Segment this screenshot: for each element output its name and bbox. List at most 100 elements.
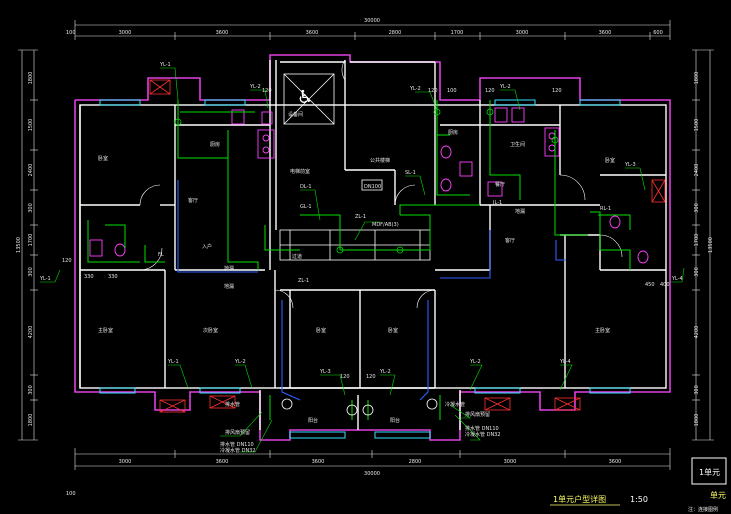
tag-yl3-c: YL-3: [319, 369, 331, 375]
num-120f: 120: [366, 374, 376, 380]
left-dim-2: 1500: [28, 119, 34, 132]
tag-yl2-c: YL-2: [499, 84, 511, 90]
room-entry-w: 入户: [202, 243, 212, 250]
note-cond-se: 冷凝水管 DN32: [465, 431, 501, 438]
tag-zl1b: ZL-1: [298, 278, 309, 284]
right-dim-6: 300: [694, 267, 700, 277]
bottom-dim-5: 3000: [504, 459, 517, 465]
note-mid-cond: 冷凝水管: [445, 401, 465, 408]
room-elevator: 设备间: [288, 111, 303, 118]
left-dim-1: 1800: [28, 72, 34, 85]
room-kitchen-w: 厨房: [210, 141, 220, 148]
room-bedroom-ne: 卧室: [605, 157, 615, 164]
num-120c: 120: [485, 88, 495, 94]
tag-yl1-w: YL-1: [39, 276, 51, 282]
building-outline: [74, 54, 671, 441]
water-supply-pipes: [87, 100, 631, 420]
left-dimension-chain: [18, 49, 38, 441]
tag-yl1-sw: YL-1: [167, 359, 179, 365]
unit-box-label: 1单元: [699, 467, 720, 477]
tag-yl2-ne: YL-2: [409, 86, 421, 92]
tag-pipe-label: MDF/AB(3): [372, 222, 399, 228]
top-offset-dim: 100: [66, 30, 76, 36]
tag-dl1: DL-1: [300, 184, 312, 190]
tag-yl1-nw: YL-1: [159, 62, 171, 68]
ac-units: [149, 79, 666, 413]
num-120e: 120: [340, 374, 350, 380]
top-dimension-chain: [74, 20, 671, 40]
tag-zl1: ZL-1: [355, 214, 366, 220]
room-balcony-r: 阳台: [390, 417, 400, 424]
door-swings: [139, 59, 623, 309]
note-fan-r: 排风扇预留: [465, 411, 490, 418]
bottom-dim-3: 3600: [312, 459, 325, 465]
note-mid-drain: 排水管: [225, 401, 240, 408]
room-bed-center-r: 卧室: [388, 327, 398, 334]
tag-yl4-se: YL-4: [559, 359, 571, 365]
num-120a: 120: [262, 88, 272, 94]
room-kitchen-e: 厨房: [448, 129, 458, 136]
tag-yl4-e: YL-4: [671, 276, 683, 282]
num-450: 450: [645, 282, 655, 288]
room-elevator-hall: 电梯前室: [290, 168, 310, 175]
bottom-dim-2: 3600: [216, 459, 229, 465]
tag-gl1: GL-1: [300, 204, 312, 210]
note-drain-se: 排水管 DN110: [465, 425, 499, 432]
drawing-scale: 1:50: [630, 495, 648, 504]
tag-fl: FL: [158, 252, 164, 258]
num-120b: 120: [428, 88, 438, 94]
tag-yl2-se: YL-2: [469, 359, 481, 365]
bottom-dim-6: 3600: [609, 459, 622, 465]
right-total-dim: 13500: [708, 237, 714, 253]
bottom-offset-dim: 100: [66, 491, 76, 497]
room-bedroom-nw: 卧室: [98, 155, 108, 162]
drain-pipes: [177, 180, 566, 401]
note-right: 注：连接图例: [688, 506, 718, 513]
right-dim-4: 300: [694, 203, 700, 213]
bottom-dimension-chain: [74, 448, 671, 470]
left-dim-6: 300: [28, 267, 34, 277]
windows: [99, 99, 631, 439]
note-drain-sw: 排水管 DN110: [220, 441, 254, 448]
top-dim-3: 3600: [306, 30, 319, 36]
accessibility-icon: ♿: [297, 87, 313, 108]
right-dim-2: 1500: [694, 119, 700, 132]
top-dim-4: 2800: [389, 30, 402, 36]
right-dim-7: 4200: [694, 326, 700, 339]
tag-rl1: RL-1: [600, 206, 611, 212]
right-dim-8: 300: [694, 385, 700, 395]
bottom-dim-1: 3000: [119, 459, 132, 465]
left-dim-5: 1700: [28, 234, 34, 247]
room-master-bed-w: 主卧室: [98, 327, 113, 334]
tag-yl2-sw: YL-2: [234, 359, 246, 365]
room-bath-e: 卫生间: [510, 141, 525, 148]
pipe-markers: [174, 108, 559, 416]
room-balcony-l: 阳台: [308, 417, 318, 424]
room-bed-center-l: 卧室: [316, 327, 326, 334]
left-dim-7: 4200: [28, 326, 34, 339]
left-dim-9: 1800: [28, 414, 34, 427]
num-100: 100: [447, 88, 457, 94]
num-330b: 330: [108, 274, 118, 280]
room-master-bed-e: 主卧室: [595, 327, 610, 334]
room-living-e: 客厅: [505, 237, 515, 244]
top-dim-2: 3600: [216, 30, 229, 36]
room-dining-e: 餐厅: [495, 181, 505, 188]
room-stair-hall: 公共楼梯: [370, 157, 390, 164]
note-cond-sw: 冷凝水管 DN32: [220, 447, 256, 454]
num-400: 400: [660, 282, 670, 288]
num-330a: 330: [84, 274, 94, 280]
left-dim-3: 2400: [28, 164, 34, 177]
num-120d: 120: [552, 88, 562, 94]
top-dim-5: 1700: [451, 30, 464, 36]
walls: [79, 60, 667, 430]
plumbing-fixtures: [89, 107, 649, 264]
right-dim-1: 1800: [694, 72, 700, 85]
unit-label-right: 单元: [710, 490, 726, 500]
unit-box: [691, 457, 727, 485]
top-dim-7: 3600: [599, 30, 612, 36]
top-total-dim: 30000: [364, 18, 380, 24]
top-dim-8: 600: [653, 30, 663, 36]
right-dim-9: 1800: [694, 414, 700, 427]
room-corridor: 过道: [292, 253, 302, 260]
